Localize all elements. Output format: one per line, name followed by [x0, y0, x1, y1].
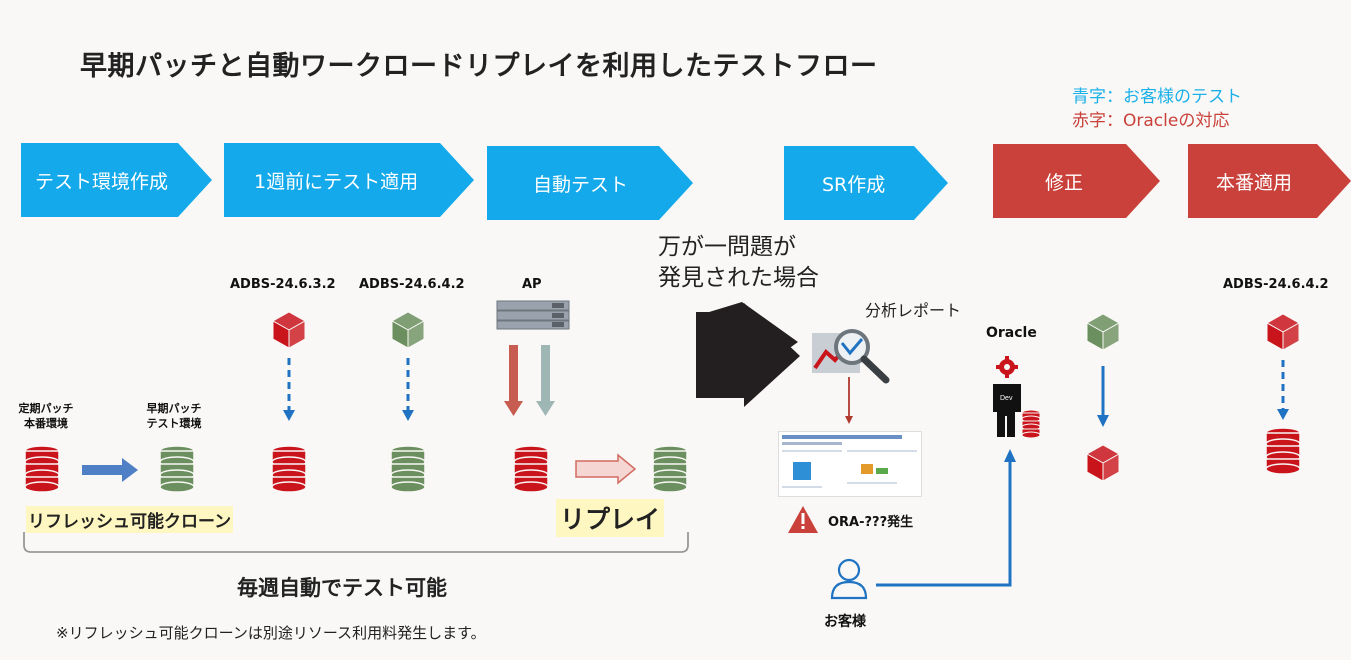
db-v1	[271, 445, 307, 493]
customer-to-oracle-arrow	[876, 449, 1016, 587]
report-arrow	[845, 377, 853, 424]
footnote: ※リフレッシュ可能クローンは別途リソース利用料発生します。	[56, 624, 486, 642]
db-v2	[390, 445, 426, 493]
error-label: ORA-???発生	[828, 515, 914, 530]
dashed-arrow-v1	[283, 358, 295, 421]
ap-red-arrow	[504, 345, 523, 416]
step-label: SR作成	[822, 173, 886, 196]
db-prod-final	[1265, 427, 1301, 475]
step-test-env: テスト環境作成	[21, 143, 212, 217]
customer-label: お客様	[824, 614, 866, 630]
big-arrow-body	[696, 303, 800, 407]
cube-fix-src	[1086, 313, 1120, 351]
step-label: 自動テスト	[533, 173, 629, 196]
version-label-2: ADBS-24.6.4.2	[359, 277, 465, 292]
replay-arrow	[575, 453, 637, 485]
db-early-test	[159, 445, 195, 493]
dashed-arrow-prod	[1277, 360, 1289, 420]
cube-prod	[1266, 313, 1300, 351]
oracle-label: Oracle	[986, 325, 1037, 341]
cube-fix-dst	[1086, 444, 1120, 482]
weekly-bracket	[23, 532, 689, 553]
cube-v2	[391, 311, 425, 349]
step-sr: SR作成	[784, 146, 948, 220]
solid-arrow-fix	[1097, 366, 1109, 427]
server-icon	[496, 300, 570, 330]
step-prod-apply: 本番適用	[1188, 144, 1351, 218]
dev-label: Dev	[1000, 395, 1013, 402]
ap-label: AP	[522, 277, 542, 292]
step-early-apply: 1週前にテスト適用	[224, 143, 474, 217]
db-replay-dst	[652, 445, 688, 493]
customer-icon	[830, 558, 868, 600]
step-fix: 修正	[993, 144, 1160, 218]
problem-line-2: 発見された場合	[658, 265, 819, 292]
legend-oracle: 赤字：Oracleの対応	[1072, 111, 1230, 131]
weekly-test-label: 毎週自動でテスト可能	[237, 576, 447, 600]
page-title: 早期パッチと自動ワークロードリプレイを利用したテストフロー	[80, 51, 878, 82]
problem-line-1: 万が一問題が	[658, 234, 796, 260]
problem-text: 万が一問題が 発見された場合	[658, 232, 819, 294]
replay-label: リプレイ	[556, 499, 665, 537]
cube-v1	[272, 311, 306, 349]
report-label: 分析レポート	[865, 301, 962, 320]
step-label: 修正	[1045, 171, 1084, 194]
magnifier-chart-icon	[812, 329, 890, 384]
refresh-arrow	[82, 458, 138, 482]
step-label: 1週前にテスト適用	[254, 170, 419, 193]
test-env-label: 早期パッチ テスト環境	[146, 402, 202, 430]
report-screenshot	[778, 431, 922, 497]
dashed-arrow-v2	[402, 358, 414, 421]
oracle-dev-icon	[993, 356, 1041, 439]
refresh-clone-label: リフレッシュ可能クローン	[26, 506, 234, 533]
step-label: 本番適用	[1216, 171, 1293, 194]
db-prod	[24, 445, 60, 493]
ap-grey-arrow	[536, 345, 555, 416]
prod-env-label: 定期パッチ 本番環境	[18, 402, 74, 430]
legend-customer: 青字：お客様のテスト	[1072, 87, 1242, 107]
step-label: テスト環境作成	[35, 170, 169, 193]
warning-icon	[788, 506, 818, 533]
version-label-1: ADBS-24.6.3.2	[230, 277, 336, 292]
version-label-prod: ADBS-24.6.4.2	[1223, 277, 1329, 292]
db-replay-src	[513, 445, 549, 493]
step-auto-test: 自動テスト	[487, 146, 693, 220]
